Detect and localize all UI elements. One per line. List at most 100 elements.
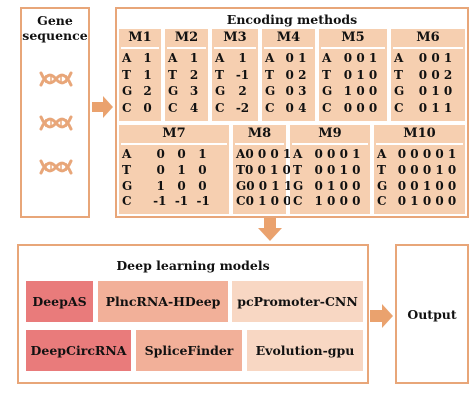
- divider: [321, 47, 385, 49]
- divider: [376, 143, 463, 145]
- base-label: T: [377, 162, 386, 177]
- model-box: Evolution-gpu: [247, 330, 363, 371]
- encoding-table-name: M3: [223, 30, 247, 45]
- base-label: C: [322, 100, 332, 115]
- model-label: SpliceFinder: [144, 343, 234, 358]
- dna-icon: [39, 115, 73, 131]
- gene-sequence-panel: Gene sequence: [20, 7, 90, 218]
- encoding-value: 0 1 1: [418, 100, 453, 115]
- encoding-table-name: M10: [403, 126, 436, 141]
- base-label: G: [377, 178, 388, 193]
- base-label: C: [122, 194, 132, 209]
- base-label: G: [236, 178, 247, 193]
- divider: [214, 47, 256, 49]
- base-label: A: [394, 51, 404, 65]
- encoding-row: T 0 0 0 1 0: [374, 163, 465, 177]
- encoding-value: 2: [238, 84, 247, 98]
- encoding-table-name: M7: [162, 126, 186, 141]
- output-panel: Output: [395, 244, 469, 384]
- encoding-value: 0 0 0 1: [245, 147, 292, 161]
- encoding-row: C 0 1 1: [391, 101, 465, 115]
- gene-title-line2: sequence: [22, 28, 88, 43]
- encoding-value: -1: [235, 67, 250, 82]
- base-label: G: [322, 84, 333, 98]
- encoding-row: A 0 0 1: [391, 51, 465, 65]
- encoding-value: 0 0 1 0 0: [397, 178, 457, 193]
- divider: [393, 47, 463, 49]
- encoding-row: C 0 4: [262, 101, 315, 115]
- model-box: DeepAS: [26, 281, 93, 322]
- encoding-value: 0 0 1: [156, 147, 207, 161]
- dna-icon: [39, 71, 73, 87]
- divider: [121, 47, 159, 49]
- base-label: C: [394, 100, 404, 115]
- encoding-table-name: M6: [416, 30, 440, 45]
- base-label: T: [394, 67, 403, 82]
- encoding-row: G 0 0 1 0 0: [374, 179, 465, 193]
- encoding-value: 1: [189, 51, 199, 65]
- divider: [264, 47, 313, 49]
- divider: [167, 47, 206, 49]
- base-label: G: [122, 178, 133, 193]
- encoding-value: 2: [189, 67, 199, 82]
- encoding-value: 0 1 0: [418, 84, 453, 98]
- deep-learning-title: Deep learning models: [116, 258, 270, 273]
- encoding-value: 0: [143, 100, 152, 115]
- model-label: pcPromoter-CNN: [237, 294, 358, 309]
- encoding-value: 0 1 0 0: [245, 194, 292, 209]
- base-label: A: [168, 51, 178, 65]
- arrow-right-icon: [370, 304, 393, 328]
- base-label: G: [293, 178, 304, 193]
- encoding-value: 3: [189, 84, 199, 98]
- encoding-value: 0 0 1 0: [244, 162, 291, 177]
- encoding-value: 0 0 1: [418, 51, 453, 65]
- base-label: A: [215, 51, 225, 65]
- encoding-value: 0 0 1 1: [246, 178, 293, 193]
- encoding-row: T 0 0 2: [391, 68, 465, 82]
- encoding-value: 1: [238, 51, 247, 65]
- encoding-value: 1 0 0: [343, 84, 378, 98]
- divider: [121, 143, 227, 145]
- encoding-value: 0 4: [285, 100, 307, 115]
- encoding-value: 4: [189, 100, 199, 115]
- base-label: C: [265, 100, 275, 115]
- base-label: A: [293, 147, 303, 161]
- base-label: C: [168, 100, 178, 115]
- encoding-value: 0 1 0 0: [314, 178, 361, 193]
- arrow-down-icon: [258, 218, 282, 241]
- base-label: C: [122, 100, 132, 115]
- encoding-value: 0 3: [285, 84, 307, 98]
- model-box: SpliceFinder: [136, 330, 242, 371]
- model-box: DeepCircRNA: [26, 330, 131, 371]
- encoding-value: 0 0 2: [418, 67, 453, 82]
- divider: [292, 143, 368, 145]
- encoding-value: 0 0 0: [343, 100, 378, 115]
- encoding-value: 0 0 0 1 0: [397, 162, 457, 177]
- base-label: T: [215, 67, 224, 82]
- encoding-table-name: M8: [247, 126, 272, 141]
- base-label: G: [394, 84, 405, 98]
